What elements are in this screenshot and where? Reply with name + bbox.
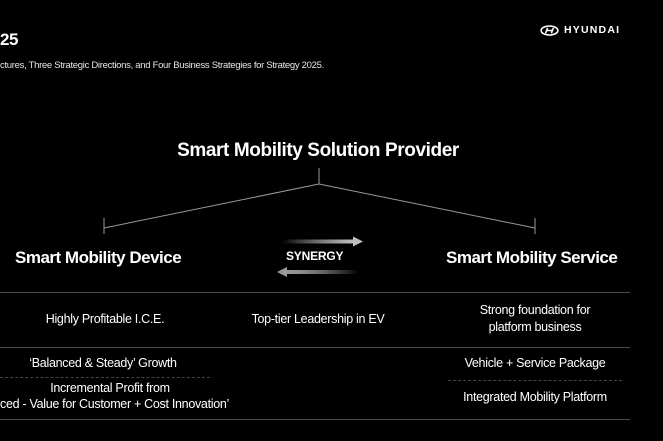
direction-ice: Highly Profitable I.C.E.	[45, 312, 165, 326]
strategy-left-separator	[0, 377, 210, 378]
table-middle-divider	[0, 347, 630, 348]
synergy-arrow-left-icon	[277, 267, 358, 277]
strategy-balanced-growth: ‘Balanced & Steady’ Growth	[29, 356, 177, 370]
table-top-divider	[0, 292, 630, 293]
strategy-vehicle-service: Vehicle + Service Package	[464, 356, 606, 370]
brand-logo: HYUNDAI	[540, 24, 620, 36]
page-title: 25	[0, 30, 18, 49]
pillar-service: Smart Mobility Service	[446, 248, 618, 267]
strategy-incremental-profit-line2: ced - Value for Customer + Cost Innovati…	[0, 397, 230, 411]
branch-right	[318, 183, 536, 229]
synergy-label: SYNERGY	[286, 249, 344, 263]
strategy-incremental-profit-line1: Incremental Profit from	[50, 381, 170, 395]
direction-platform-line1: Strong foundation for	[479, 303, 591, 317]
table-bottom-divider	[0, 419, 630, 420]
vision-title: Smart Mobility Solution Provider	[177, 140, 459, 161]
pillar-device: Smart Mobility Device	[15, 248, 182, 267]
direction-ev: Top-tier Leadership in EV	[251, 312, 385, 326]
synergy-arrow-right-icon	[282, 236, 363, 247]
page-subtitle: ctures, Three Strategic Directions, and …	[0, 60, 324, 71]
branch-left	[103, 183, 320, 229]
hyundai-logo-icon	[540, 24, 559, 36]
strategy-right-separator	[448, 380, 622, 381]
strategy-mobility-platform: Integrated Mobility Platform	[463, 390, 607, 404]
brand-name: HYUNDAI	[564, 24, 621, 36]
direction-platform-line2: platform business	[488, 320, 582, 334]
